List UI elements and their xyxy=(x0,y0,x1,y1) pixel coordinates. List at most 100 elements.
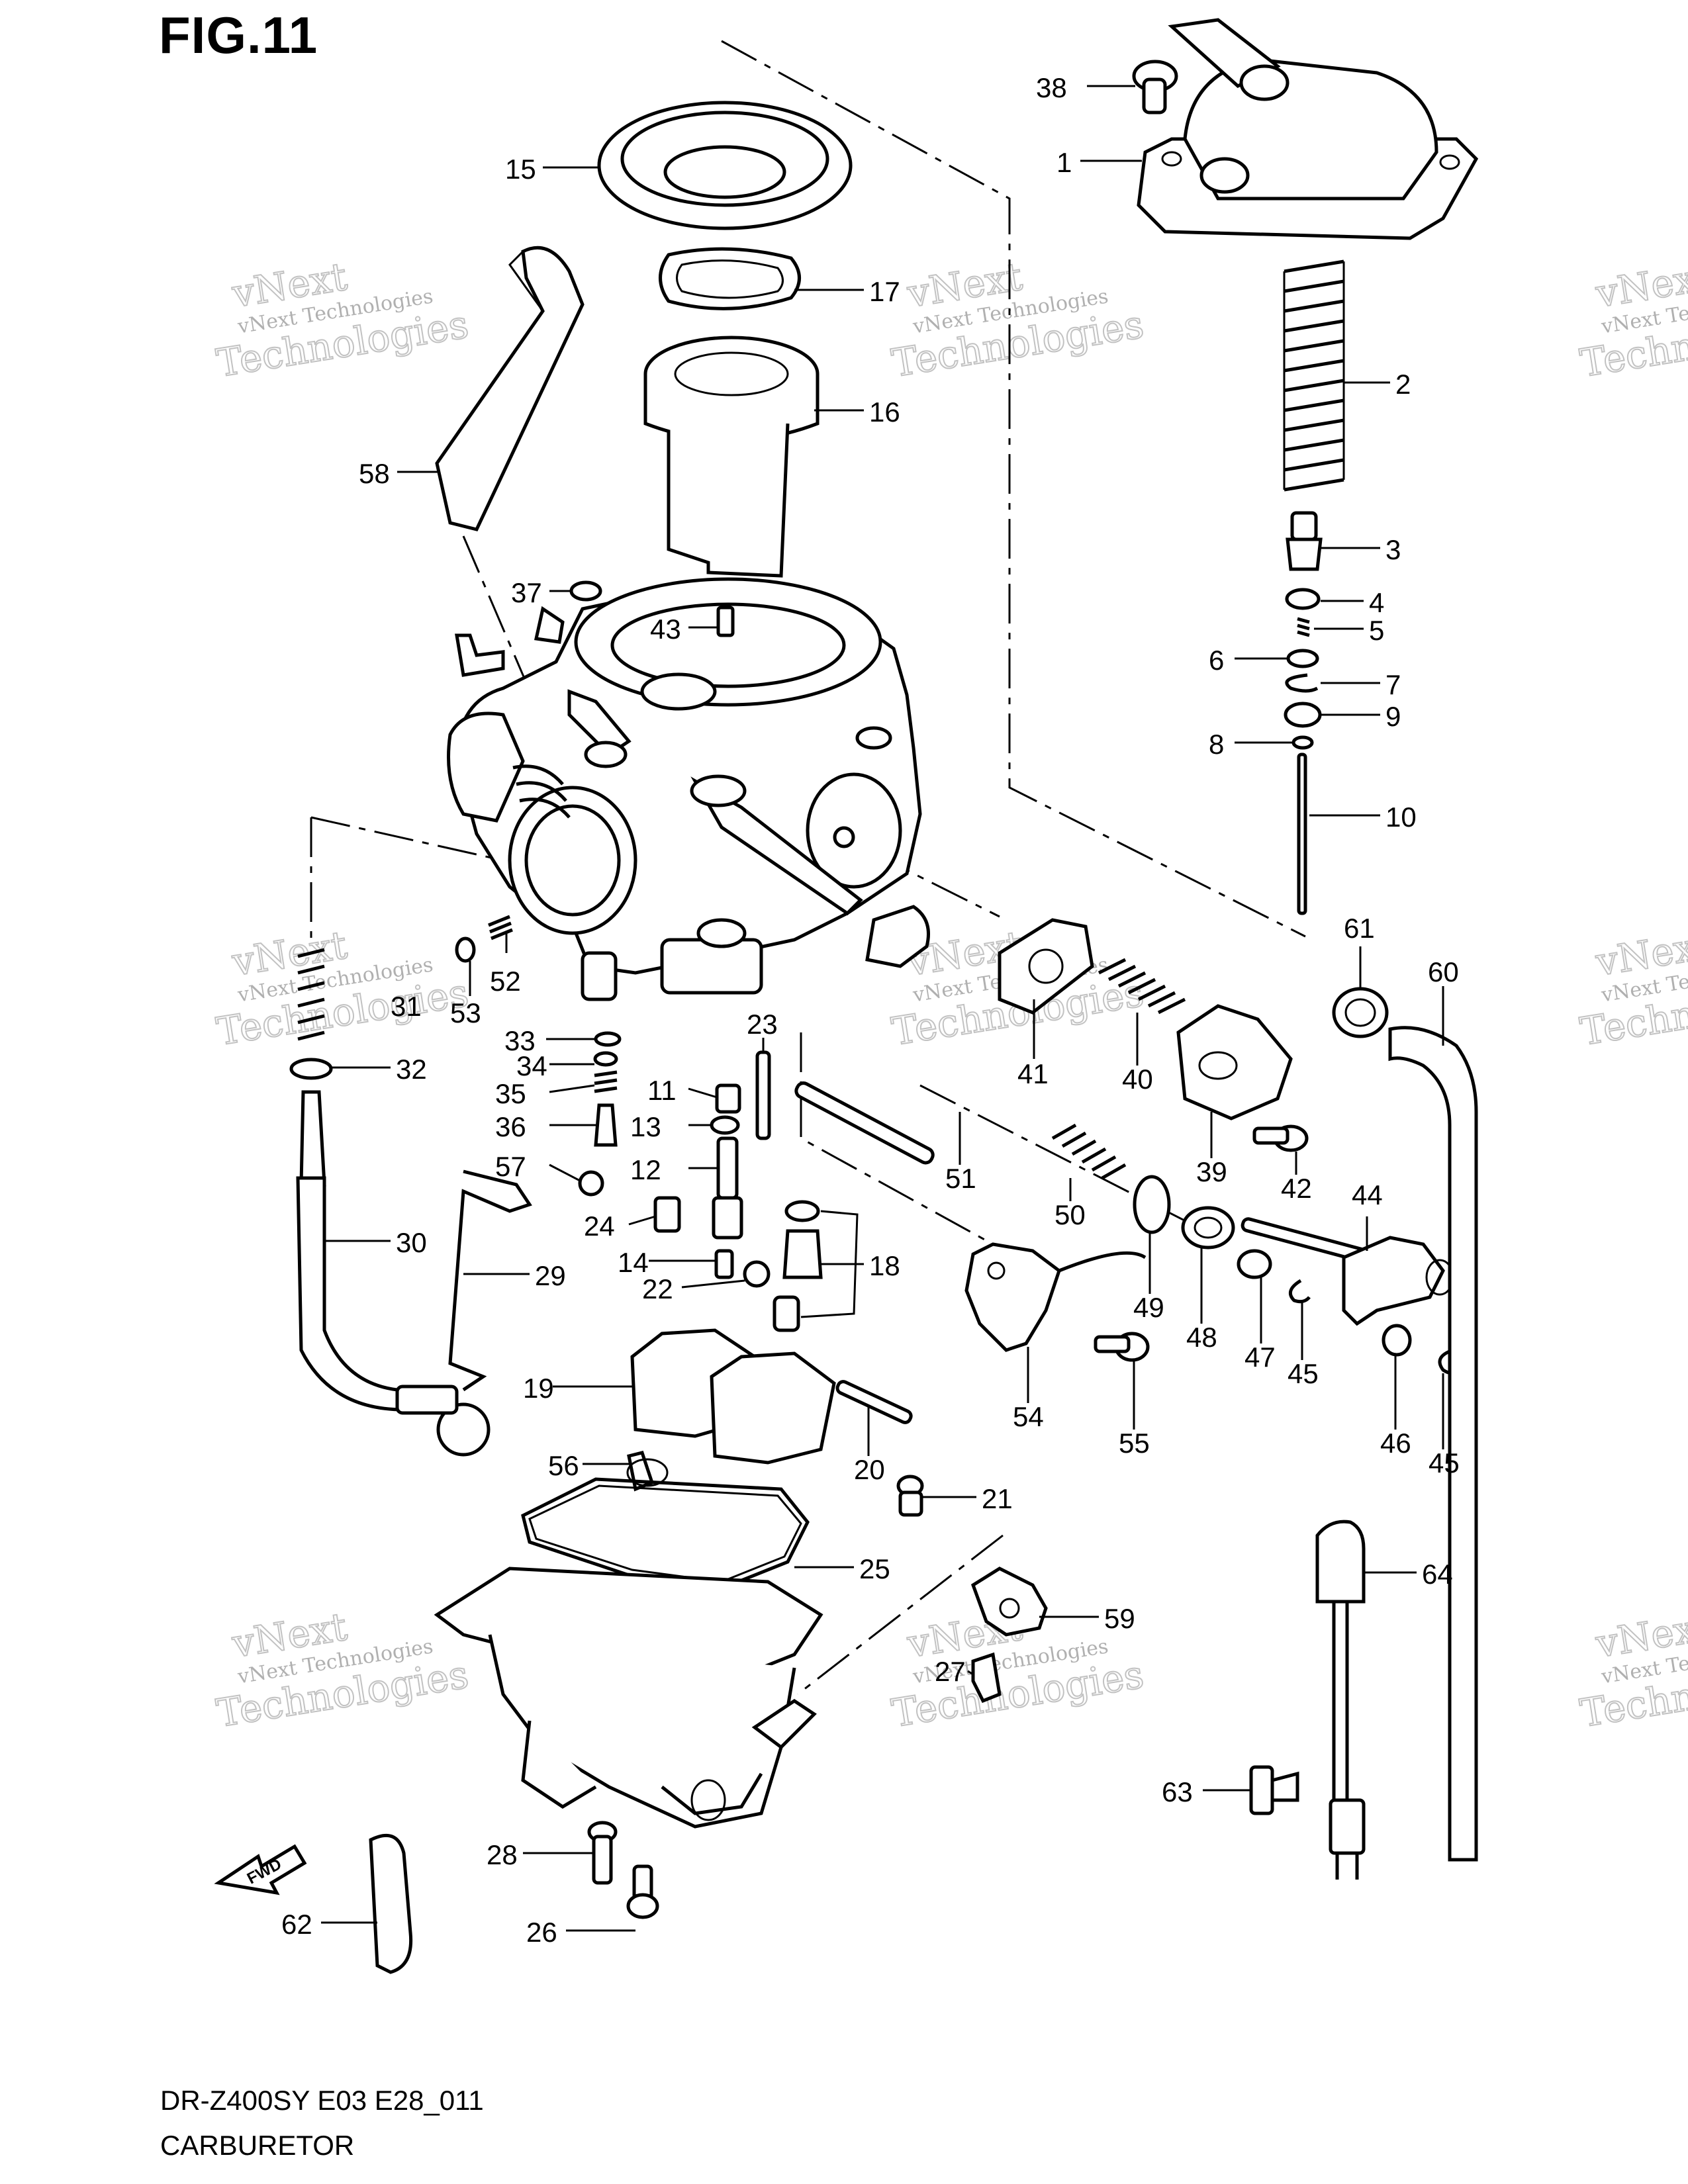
part-1-top-cap xyxy=(1137,18,1479,240)
part-43-pilot-screw xyxy=(716,606,735,637)
callout-1: 1 xyxy=(1056,147,1072,178)
part-35-spring xyxy=(594,1070,618,1093)
callout-10: 10 xyxy=(1385,801,1417,833)
part-21-screw xyxy=(896,1475,924,1517)
part-19-float xyxy=(630,1328,836,1465)
callout-53: 53 xyxy=(450,997,481,1028)
part-64-sensor xyxy=(1315,1520,1366,1880)
part-46-washer xyxy=(1382,1324,1412,1357)
callout-31: 31 xyxy=(391,991,422,1022)
watermark-6: vNext vNext Technologies Technologies xyxy=(1577,922,1688,1055)
part-4-oring xyxy=(1285,588,1321,610)
callout-59: 59 xyxy=(1104,1603,1135,1634)
callout-51: 51 xyxy=(945,1163,976,1194)
callout-15: 15 xyxy=(505,154,536,185)
callout-61: 61 xyxy=(1344,913,1375,944)
callout-34: 34 xyxy=(516,1050,547,1081)
callout-58: 58 xyxy=(359,458,390,489)
dash-line-left-assembly xyxy=(310,816,504,862)
part-49-oring xyxy=(1133,1175,1171,1234)
part-2-spring xyxy=(1283,259,1345,492)
callout-26: 26 xyxy=(526,1917,557,1948)
callout-23: 23 xyxy=(747,1009,778,1040)
part-38-screw xyxy=(1132,60,1178,114)
callout-33: 33 xyxy=(504,1025,536,1056)
part-36-starter-plunger xyxy=(594,1103,618,1147)
part-41-gasket xyxy=(998,918,1094,1015)
part-55-screw xyxy=(1094,1332,1150,1362)
part-15-diaphragm xyxy=(597,101,853,230)
callout-24: 24 xyxy=(584,1210,615,1242)
part-40-spring xyxy=(1098,958,1186,1015)
part-60-hose xyxy=(1388,1026,1478,1862)
callout-37: 37 xyxy=(511,577,542,608)
figure-title: FIG.11 xyxy=(159,6,318,64)
carburetor-main-body xyxy=(447,577,930,1001)
callout-8: 8 xyxy=(1209,729,1224,760)
callout-29: 29 xyxy=(535,1260,566,1291)
callout-22: 22 xyxy=(642,1273,673,1304)
part-57-cap xyxy=(578,1170,604,1197)
part-29-bracket xyxy=(448,1169,532,1392)
callout-54: 54 xyxy=(1013,1401,1044,1432)
part-18-float-valve xyxy=(773,1200,859,1332)
part-47-washer xyxy=(1237,1249,1272,1279)
callout-38: 38 xyxy=(1036,72,1067,103)
part-53-ball xyxy=(455,936,476,963)
leader-lines xyxy=(321,85,1444,1932)
callout-56: 56 xyxy=(548,1450,579,1481)
part-50-spring xyxy=(1051,1123,1127,1180)
callout-45-b: 45 xyxy=(1429,1447,1460,1479)
callout-46: 46 xyxy=(1380,1428,1411,1459)
part-22-screw xyxy=(743,1260,771,1288)
part-34-washer xyxy=(593,1051,618,1067)
part-7-clip xyxy=(1285,673,1319,693)
callout-39: 39 xyxy=(1196,1156,1227,1187)
callout-13: 13 xyxy=(630,1111,661,1142)
callout-3: 3 xyxy=(1385,534,1401,565)
callout-4: 4 xyxy=(1369,587,1384,618)
callout-5: 5 xyxy=(1369,615,1384,646)
part-25-gasket xyxy=(521,1477,810,1590)
part-37-oring xyxy=(569,580,602,602)
callout-41: 41 xyxy=(1017,1058,1049,1089)
callout-18: 18 xyxy=(869,1250,900,1281)
part-26-screw xyxy=(626,1864,659,1919)
callout-7: 7 xyxy=(1385,669,1401,700)
part-59-bracket xyxy=(970,1567,1048,1637)
callout-2: 2 xyxy=(1395,369,1411,400)
part-62-clamp xyxy=(369,1833,413,1974)
callout-42: 42 xyxy=(1281,1173,1312,1204)
part-10-jet-needle xyxy=(1297,752,1307,915)
watermark-3: vNext vNext Technologies Technologies xyxy=(1577,253,1688,387)
callout-6: 6 xyxy=(1209,645,1224,676)
fwd-arrow: FWD xyxy=(214,1844,307,1895)
callout-40: 40 xyxy=(1122,1064,1153,1095)
part-54-sensor xyxy=(964,1242,1147,1352)
part-16-piston xyxy=(643,336,820,578)
callout-48: 48 xyxy=(1186,1322,1217,1353)
callout-47: 47 xyxy=(1244,1342,1276,1373)
callout-19: 19 xyxy=(523,1373,554,1404)
callout-43: 43 xyxy=(650,614,681,645)
callout-44: 44 xyxy=(1352,1179,1383,1210)
callout-64: 64 xyxy=(1422,1559,1453,1590)
part-28-screw xyxy=(587,1821,618,1885)
callout-21: 21 xyxy=(982,1483,1013,1514)
watermark-7: vNext vNext Technologies Technologies xyxy=(213,1604,473,1737)
callout-12: 12 xyxy=(630,1154,661,1185)
callout-35: 35 xyxy=(495,1078,526,1109)
watermark-9: vNext vNext Technologies Technologies xyxy=(1577,1604,1688,1737)
part-39-cover xyxy=(1176,1004,1293,1120)
part-27-drain-screw xyxy=(971,1652,1002,1704)
part-31-spring xyxy=(297,948,325,1041)
footer-section-name: CARBURETOR xyxy=(160,2130,355,2161)
watermark-4: vNext vNext Technologies Technologies xyxy=(213,922,473,1055)
callout-17: 17 xyxy=(869,276,900,307)
watermark-1: vNext vNext Technologies Technologies xyxy=(213,253,473,387)
part-12-needle-jet xyxy=(712,1136,743,1240)
part-58-hose xyxy=(435,246,585,531)
callout-55: 55 xyxy=(1119,1428,1150,1459)
part-24-plug xyxy=(653,1196,681,1233)
